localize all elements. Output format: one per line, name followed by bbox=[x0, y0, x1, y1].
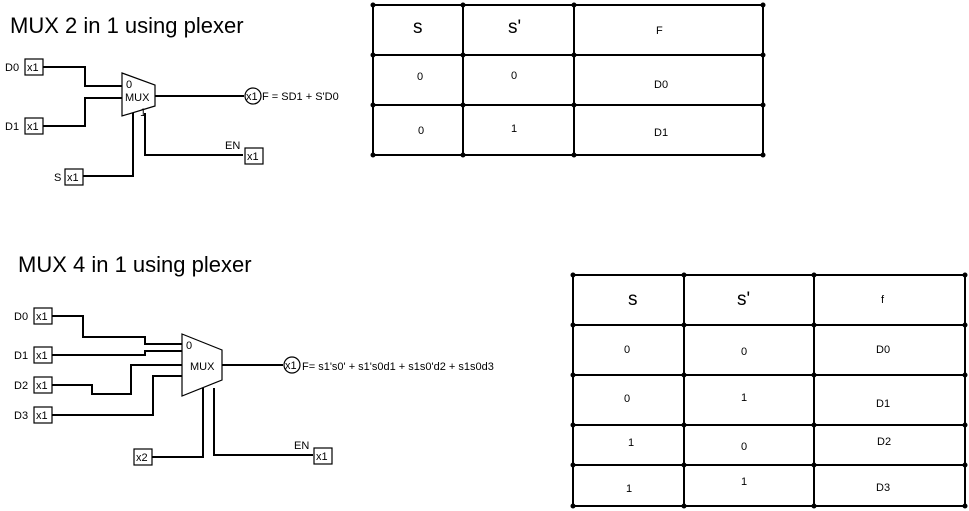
table2-cell: 0 bbox=[741, 441, 747, 453]
enable2-width: x1 bbox=[316, 451, 328, 463]
table2-cell: D2 bbox=[877, 436, 891, 448]
mux2-label: MUX bbox=[190, 361, 215, 373]
circuit1-input-d0[interactable]: D0 x1 bbox=[5, 58, 44, 76]
table1-cell: 0 bbox=[418, 125, 424, 137]
circuit1-input-s[interactable]: S x1 bbox=[54, 168, 84, 186]
circuit2-wires bbox=[52, 315, 313, 458]
enable1-label: EN bbox=[225, 140, 240, 152]
input-d1-label: D1 bbox=[14, 350, 28, 362]
mux1-label: MUX bbox=[125, 92, 150, 104]
circuit2-mux[interactable]: 0 MUX bbox=[181, 333, 223, 397]
circuit1-wires bbox=[43, 66, 244, 177]
mux2-pin0: 0 bbox=[186, 340, 192, 352]
input-d0-label: D0 bbox=[14, 311, 28, 323]
table1-cell: 0 bbox=[511, 70, 517, 82]
table1-cell: D1 bbox=[654, 127, 668, 139]
table2-cell: 0 bbox=[741, 346, 747, 358]
input-d1-width: x1 bbox=[36, 350, 48, 362]
table1-header-s: s bbox=[413, 17, 423, 38]
circuit2-input-d3[interactable]: D3 x1 bbox=[14, 406, 53, 424]
table1-cell: 0 bbox=[417, 71, 423, 83]
circuit2-title: MUX 4 in 1 using plexer bbox=[18, 252, 252, 277]
circuit1-input-d1[interactable]: D1 x1 bbox=[5, 117, 44, 135]
input-d3-width: x1 bbox=[36, 410, 48, 422]
input-s-label: S bbox=[54, 172, 61, 184]
circuit1-truth-table: s s' F 0 0 D0 0 1 D1 bbox=[370, 2, 766, 158]
mux1-pin0: 0 bbox=[126, 79, 132, 91]
input-s-width: x1 bbox=[67, 172, 79, 184]
table2-cell: 1 bbox=[626, 483, 632, 495]
enable2-label: EN bbox=[294, 440, 309, 452]
output2-width: x1 bbox=[285, 360, 297, 372]
table2-header-s-prime: s' bbox=[737, 289, 750, 310]
circuit1-enable[interactable]: EN x1 bbox=[225, 140, 264, 165]
circuit2-truth-table: s s' f 0 0 D0 0 1 D1 1 0 D2 1 1 D3 bbox=[570, 272, 968, 509]
circuit2-input-d0[interactable]: D0 x1 bbox=[14, 307, 53, 325]
input-d3-label: D3 bbox=[14, 410, 28, 422]
circuit2-formula: F= s1's0' + s1's0d1 + s1s0'd2 + s1s0d3 bbox=[302, 361, 494, 373]
circuit2-output[interactable]: x1 bbox=[283, 356, 301, 374]
table2-cell: 1 bbox=[628, 437, 634, 449]
table2-cell: 1 bbox=[741, 476, 747, 488]
table2-cell: 0 bbox=[624, 393, 630, 405]
circuit2-select-input[interactable]: x2 bbox=[133, 448, 153, 466]
circuit1-mux[interactable]: 0 MUX 1 bbox=[121, 72, 156, 119]
table2-cell: D3 bbox=[876, 482, 890, 494]
circuit1-output[interactable]: x1 bbox=[244, 87, 262, 105]
input-d2-label: D2 bbox=[14, 380, 28, 392]
circuit1-formula: F = SD1 + S'D0 bbox=[262, 91, 339, 103]
table2-header-s: s bbox=[628, 289, 638, 310]
circuit1-title: MUX 2 in 1 using plexer bbox=[10, 13, 244, 38]
input-d2-width: x1 bbox=[36, 380, 48, 392]
input-d0-label: D0 bbox=[5, 62, 19, 74]
input-d1-label: D1 bbox=[5, 121, 19, 133]
mux1-pin1: 1 bbox=[140, 107, 146, 119]
circuit2-input-d1[interactable]: D1 x1 bbox=[14, 346, 53, 364]
table2-header-f: f bbox=[881, 294, 885, 306]
table2-cell: D1 bbox=[876, 398, 890, 410]
table2-cell: 0 bbox=[624, 344, 630, 356]
table1-header-f: F bbox=[656, 25, 663, 37]
table2-cell: D0 bbox=[876, 344, 890, 356]
input-d0-width: x1 bbox=[27, 62, 39, 74]
enable1-width: x1 bbox=[247, 151, 259, 163]
table1-cell: D0 bbox=[654, 79, 668, 91]
input-d0-width: x1 bbox=[36, 311, 48, 323]
circuit2-enable[interactable]: EN x1 bbox=[294, 440, 333, 465]
input-d1-width: x1 bbox=[27, 121, 39, 133]
output1-width: x1 bbox=[246, 91, 258, 103]
select-width: x2 bbox=[136, 452, 148, 464]
table1-cell: 1 bbox=[511, 123, 517, 135]
table2-cell: 1 bbox=[741, 392, 747, 404]
table1-header-s-prime: s' bbox=[508, 17, 521, 38]
circuit2-input-d2[interactable]: D2 x1 bbox=[14, 376, 53, 394]
